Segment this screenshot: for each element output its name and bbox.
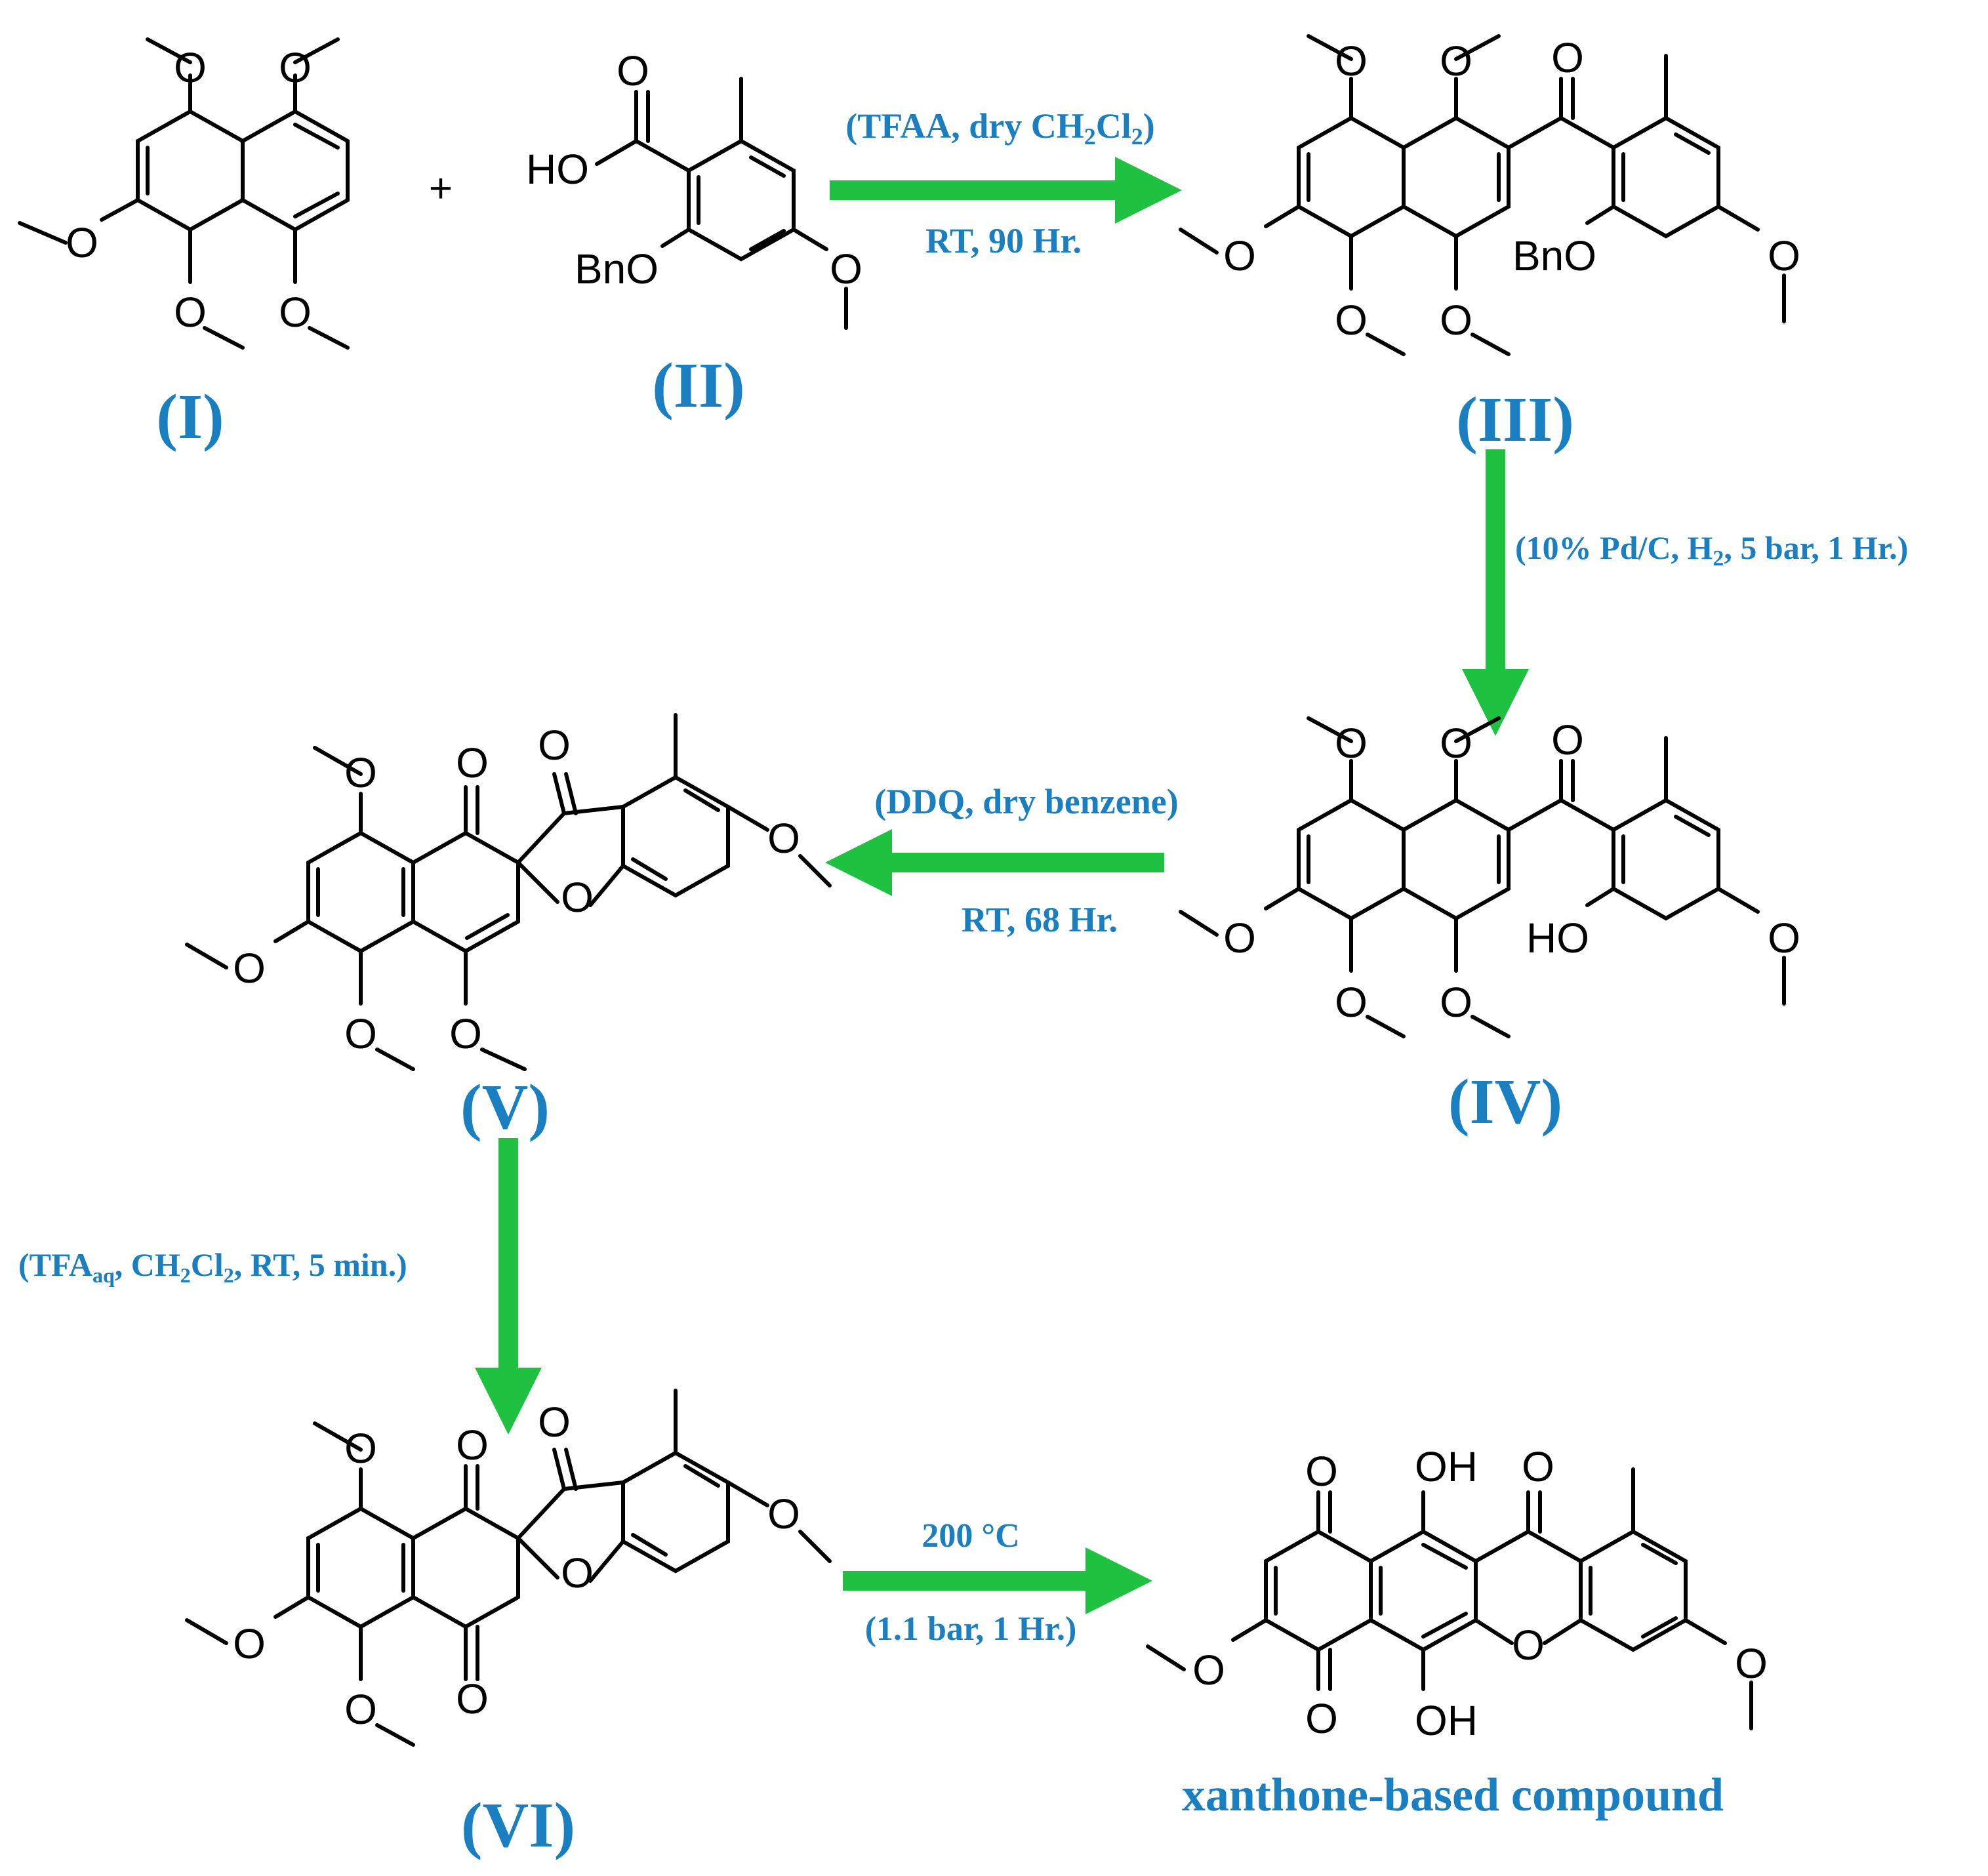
atom-O: O [1512, 1621, 1545, 1669]
xanthone-product-structure: O O OH OH O O O O [1146, 1443, 1768, 1744]
atom-O: O [344, 1010, 377, 1057]
atom-O: O [279, 44, 312, 91]
compound-label-III: (III) [1456, 384, 1574, 455]
atom-O: O [1522, 1443, 1554, 1490]
atom-O: O [233, 1620, 266, 1667]
atom-O: O [538, 1398, 571, 1446]
compound-label-II: (II) [652, 350, 745, 421]
compound-IV-structure: O O O O O O HO O [1179, 716, 1800, 1038]
compound-label-IV: (IV) [1448, 1067, 1562, 1137]
atom-O: O [1768, 914, 1800, 962]
atom-O: O [174, 44, 207, 91]
atom-O: O [617, 47, 649, 94]
step1-conditions-top: (TFAA, dry CH2Cl2) [845, 106, 1154, 150]
atom-O: O [1223, 914, 1256, 962]
compound-III-structure: O O O O O O BnO O [1179, 34, 1800, 356]
atom-O: O [66, 219, 98, 266]
atom-O: O [767, 815, 800, 862]
atom-O: O [538, 722, 571, 769]
atom-O: O [561, 874, 594, 921]
step5-conditions-bottom: (1.1 bar, 1 Hr.) [865, 1610, 1077, 1648]
compound-VI-structure: O O O O O O O O [185, 1389, 832, 1747]
atom-O: O [767, 1490, 800, 1538]
atom-O: O [1735, 1640, 1768, 1687]
atom-O: O [456, 1675, 489, 1723]
atom-O: O [456, 1421, 489, 1469]
compound-V-structure: O O O O O O O O [185, 713, 832, 1071]
atom-O: O [1335, 720, 1368, 767]
compound-label-V: (V) [460, 1072, 550, 1143]
atom-O: O [1192, 1646, 1225, 1694]
atom-O: O [1440, 979, 1472, 1026]
step1-conditions-bottom: RT, 90 Hr. [925, 221, 1082, 260]
atom-O: O [344, 1425, 377, 1472]
atom-O: O [233, 945, 266, 992]
atom-O: O [1305, 1695, 1338, 1742]
atom-O: O [1335, 296, 1368, 344]
step3-conditions-bottom: RT, 68 Hr. [962, 900, 1118, 939]
atom-O: O [1335, 37, 1368, 85]
atom-O: O [1440, 720, 1472, 767]
atom-O: O [1335, 979, 1368, 1026]
atom-HO: HO [526, 146, 589, 193]
atom-O: O [1305, 1448, 1338, 1495]
atom-O: O [1440, 296, 1472, 344]
product-label: xanthone-based compound [1182, 1768, 1724, 1821]
atom-O: O [1551, 716, 1584, 764]
atom-OH: OH [1415, 1697, 1478, 1744]
atom-BnO: BnO [575, 245, 659, 293]
atom-O: O [449, 1010, 482, 1057]
atom-O: O [1440, 37, 1472, 85]
atom-O: O [830, 245, 862, 293]
step5-conditions-top: 200 °C [922, 1517, 1019, 1555]
atom-O: O [456, 739, 489, 786]
compound-I-structure: O O O O O [18, 37, 350, 350]
atom-O: O [344, 749, 377, 796]
atom-OH: OH [1415, 1443, 1478, 1490]
compound-II-structure: O HO BnO O [526, 47, 862, 330]
atom-O: O [561, 1549, 594, 1597]
atom-BnO: BnO [1512, 232, 1596, 279]
atom-O: O [279, 289, 312, 336]
plus-sign: + [429, 166, 453, 211]
atom-O: O [344, 1686, 377, 1733]
compound-label-I: (I) [156, 382, 224, 453]
step4-conditions: (TFAaq, CH2Cl2, RT, 5 min.) [18, 1246, 407, 1287]
atom-O: O [1768, 232, 1800, 279]
atom-HO: HO [1526, 914, 1589, 962]
compound-label-VI: (VI) [461, 1790, 575, 1861]
step2-conditions: (10% Pd/C, H2, 5 bar, 1 Hr.) [1515, 529, 1908, 571]
atom-O: O [174, 289, 207, 336]
step3-conditions-top: (DDQ, dry benzene) [874, 782, 1178, 821]
atom-O: O [1551, 34, 1584, 81]
atom-O: O [1223, 232, 1256, 279]
